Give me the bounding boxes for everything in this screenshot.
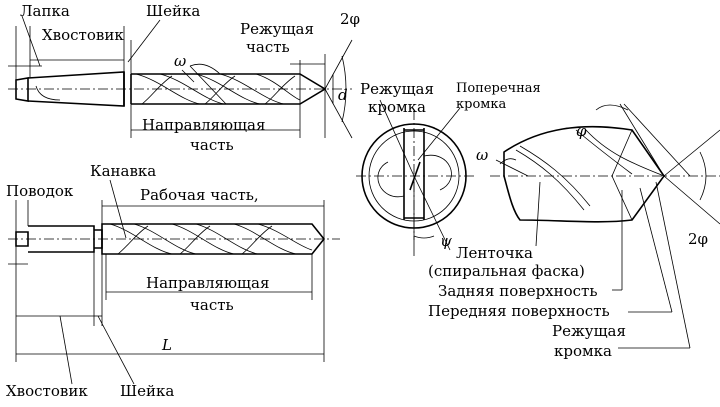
label-rabochaya: Рабочая часть, xyxy=(140,186,259,204)
label-rezh-kromka-1: Режущая xyxy=(360,80,434,98)
label-perednyaya: Передняя поверхность xyxy=(428,302,610,320)
label-kanavka: Канавка xyxy=(90,162,156,180)
label-sheyka-top: Шейка xyxy=(146,2,200,20)
label-rezh-kromka-2: кромка xyxy=(368,98,426,116)
label-napr-bot-1: Направляющая xyxy=(146,274,269,292)
top-drill xyxy=(8,15,353,139)
label-poperech-2: кромка xyxy=(456,97,507,112)
label-napr-bot-2: часть xyxy=(190,296,234,314)
label-phi: φ xyxy=(576,122,587,140)
label-poperech-1: Поперечная xyxy=(456,81,541,96)
bottom-drill xyxy=(8,179,340,385)
label-2phi-right: 2φ xyxy=(688,230,708,248)
label-rezhushchaya-1: Режущая xyxy=(240,20,314,38)
label-omega-right: ω xyxy=(476,146,488,164)
label-povodok: Поводок xyxy=(6,182,74,200)
label-L: L xyxy=(161,336,172,354)
label-sheyka-bot: Шейка xyxy=(120,382,174,400)
label-lentochka-1: Ленточка xyxy=(456,244,533,262)
label-2phi-top: 2φ xyxy=(340,10,360,28)
label-omega-top: ω xyxy=(174,52,186,70)
label-rezh-kromka-b2: кромка xyxy=(554,342,612,360)
label-khvostovik-bot: Хвостовик xyxy=(6,382,88,400)
label-napr-top-2: часть xyxy=(190,136,234,154)
end-view xyxy=(356,99,474,256)
label-psi: ψ xyxy=(440,232,452,250)
label-lapka: Лапка xyxy=(20,2,70,20)
label-khvostovik-top: Хвостовик xyxy=(42,26,124,44)
label-rezhushchaya-2: часть xyxy=(246,38,290,56)
tip-view xyxy=(490,103,720,349)
label-rezh-kromka-b1: Режущая xyxy=(552,322,626,340)
label-lentochka-2: (спиральная фаска) xyxy=(428,262,585,280)
label-zadnyaya: Задняя поверхность xyxy=(438,282,598,300)
label-d: d xyxy=(338,86,348,104)
label-napr-top-1: Направляющая xyxy=(142,116,265,134)
